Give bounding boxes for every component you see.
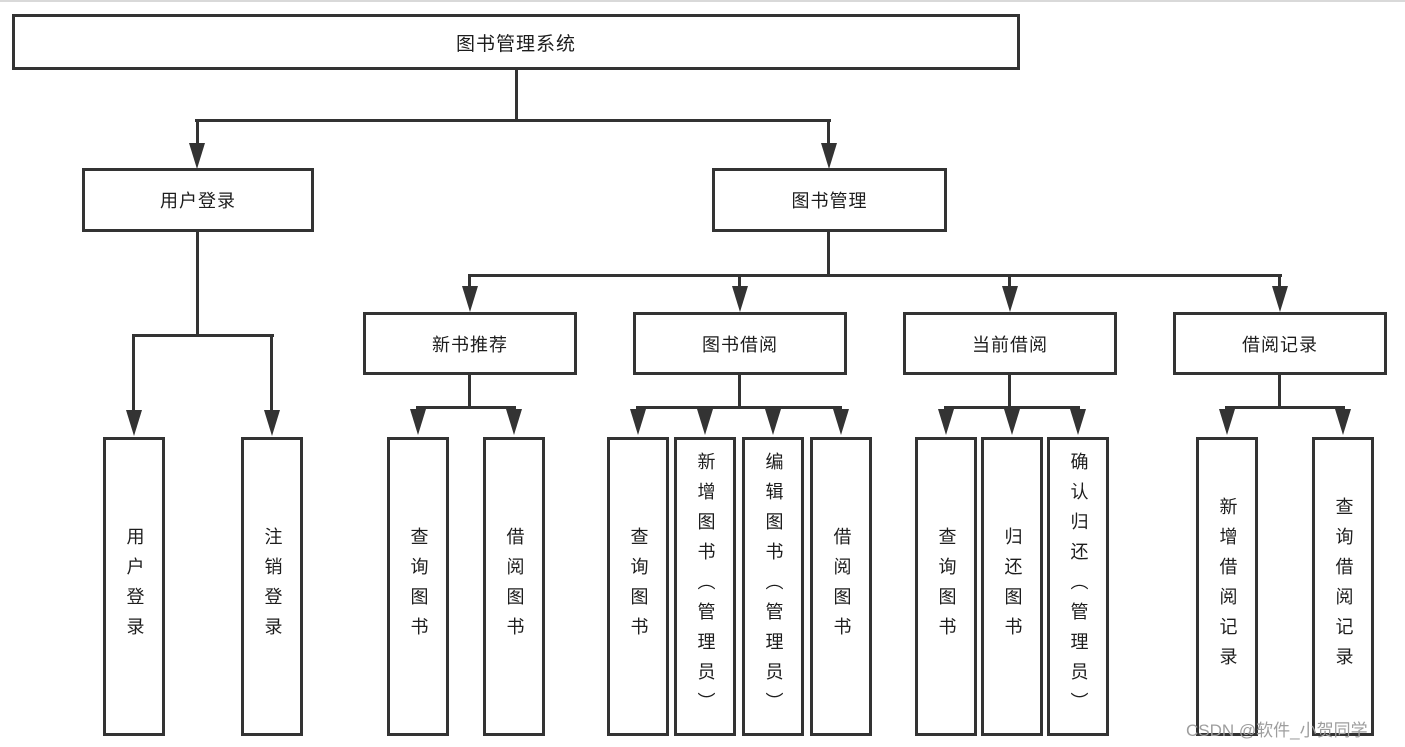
connector-book-mgmt-stub <box>827 119 830 146</box>
connector-root-drop <box>515 70 518 119</box>
arrow-down-leaf <box>630 409 646 435</box>
leaf-confirm-return-admin: 确认归还（管理员） <box>1047 437 1109 736</box>
leaf-query-borrow-record-label: 查询借阅记录 <box>1333 496 1354 677</box>
connector-leaf-stub <box>132 334 135 412</box>
node-borrowing-records: 借阅记录 <box>1173 312 1387 375</box>
node-current-borrowing-label: 当前借阅 <box>972 334 1048 355</box>
node-book-management-label: 图书管理 <box>791 191 868 211</box>
connector-book-mgmt-drop <box>827 232 830 276</box>
arrow-down-leaf <box>1070 409 1086 435</box>
leaf-edit-books-admin-label: 编辑图书（管理员） <box>763 451 784 722</box>
leaf-logout-login-label: 注销登录 <box>262 526 283 647</box>
arrow-down-book-mgmt <box>821 143 837 169</box>
leaf-user-login-label: 用户登录 <box>124 526 145 647</box>
connector-user-login-hline <box>132 334 274 337</box>
connector-user-login-drop <box>196 232 199 336</box>
arrow-down-leaf <box>506 409 522 435</box>
connector-borrowing-hline <box>636 406 842 409</box>
leaf-return-books-label: 归还图书 <box>1002 526 1023 647</box>
node-book-borrowing: 图书借阅 <box>633 312 847 375</box>
leaf-query-books-borrow: 查询图书 <box>607 437 669 736</box>
leaf-query-books-borrow-label: 查询图书 <box>628 526 649 647</box>
connector-records-hline <box>1225 406 1345 409</box>
arrow-down-leaf <box>938 409 954 435</box>
leaf-add-borrow-record: 新增借阅记录 <box>1196 437 1258 736</box>
connector-borrowing-drop <box>738 375 741 408</box>
arrow-down-leaf <box>410 409 426 435</box>
node-book-borrowing-label: 图书借阅 <box>702 334 778 355</box>
leaf-add-books-admin: 新增图书（管理员） <box>674 437 736 736</box>
arrow-down-leaf <box>126 410 142 436</box>
leaf-logout-login: 注销登录 <box>241 437 303 736</box>
leaf-edit-books-admin: 编辑图书（管理员） <box>742 437 804 736</box>
node-current-borrowing: 当前借阅 <box>903 312 1117 375</box>
arrow-down-leaf <box>264 410 280 436</box>
leaf-borrow-books-recommend: 借阅图书 <box>483 437 545 736</box>
top-edge-rule <box>0 0 1405 2</box>
node-library-system: 图书管理系统 <box>12 14 1020 70</box>
arrow-down-leaf <box>1004 409 1020 435</box>
connector-user-login-stub <box>196 119 199 146</box>
leaf-user-login: 用户登录 <box>103 437 165 736</box>
connector-recommend-drop <box>468 375 471 408</box>
leaf-borrow-books-recommend-label: 借阅图书 <box>504 526 525 647</box>
leaf-query-books-current-label: 查询图书 <box>936 526 957 647</box>
arrow-down-l3 <box>1272 286 1288 312</box>
connector-l3-stub <box>738 274 741 288</box>
leaf-borrow-books: 借阅图书 <box>810 437 872 736</box>
node-book-management: 图书管理 <box>712 168 947 232</box>
arrow-down-leaf <box>697 409 713 435</box>
leaf-query-borrow-record: 查询借阅记录 <box>1312 437 1374 736</box>
connector-l3-stub <box>468 274 471 288</box>
connector-l3-stub <box>1008 274 1011 288</box>
csdn-watermark: CSDN @软件_小贺同学 <box>1186 721 1368 740</box>
leaf-borrow-books-label: 借阅图书 <box>831 526 852 647</box>
arrow-down-l3 <box>462 286 478 312</box>
connector-book-mgmt-hline <box>468 274 1282 277</box>
arrow-down-leaf <box>765 409 781 435</box>
connector-recommend-hline <box>416 406 516 409</box>
arrow-down-l3 <box>1002 286 1018 312</box>
arrow-down-l3 <box>732 286 748 312</box>
node-user-login-label: 用户登录 <box>160 191 236 211</box>
node-borrowing-records-label: 借阅记录 <box>1242 334 1318 355</box>
node-user-login: 用户登录 <box>82 168 314 232</box>
arrow-down-user-login <box>189 143 205 169</box>
connector-root-hline <box>195 119 831 122</box>
arrow-down-leaf <box>833 409 849 435</box>
leaf-add-borrow-record-label: 新增借阅记录 <box>1217 496 1238 677</box>
connector-current-hline <box>944 406 1080 409</box>
arrow-down-leaf <box>1219 409 1235 435</box>
leaf-query-books-current: 查询图书 <box>915 437 977 736</box>
arrow-down-leaf <box>1335 409 1351 435</box>
leaf-add-books-admin-label: 新增图书（管理员） <box>695 451 716 722</box>
leaf-query-books-recommend: 查询图书 <box>387 437 449 736</box>
leaf-confirm-return-admin-label: 确认归还（管理员） <box>1068 451 1089 722</box>
node-library-system-label: 图书管理系统 <box>455 33 576 55</box>
connector-current-drop <box>1008 375 1011 408</box>
leaf-query-books-recommend-label: 查询图书 <box>408 526 429 647</box>
node-new-book-recommend-label: 新书推荐 <box>432 334 508 355</box>
connector-leaf-stub <box>270 334 273 412</box>
connector-l3-stub <box>1278 274 1281 288</box>
connector-records-drop <box>1278 375 1281 408</box>
node-new-book-recommend: 新书推荐 <box>363 312 577 375</box>
leaf-return-books: 归还图书 <box>981 437 1043 736</box>
